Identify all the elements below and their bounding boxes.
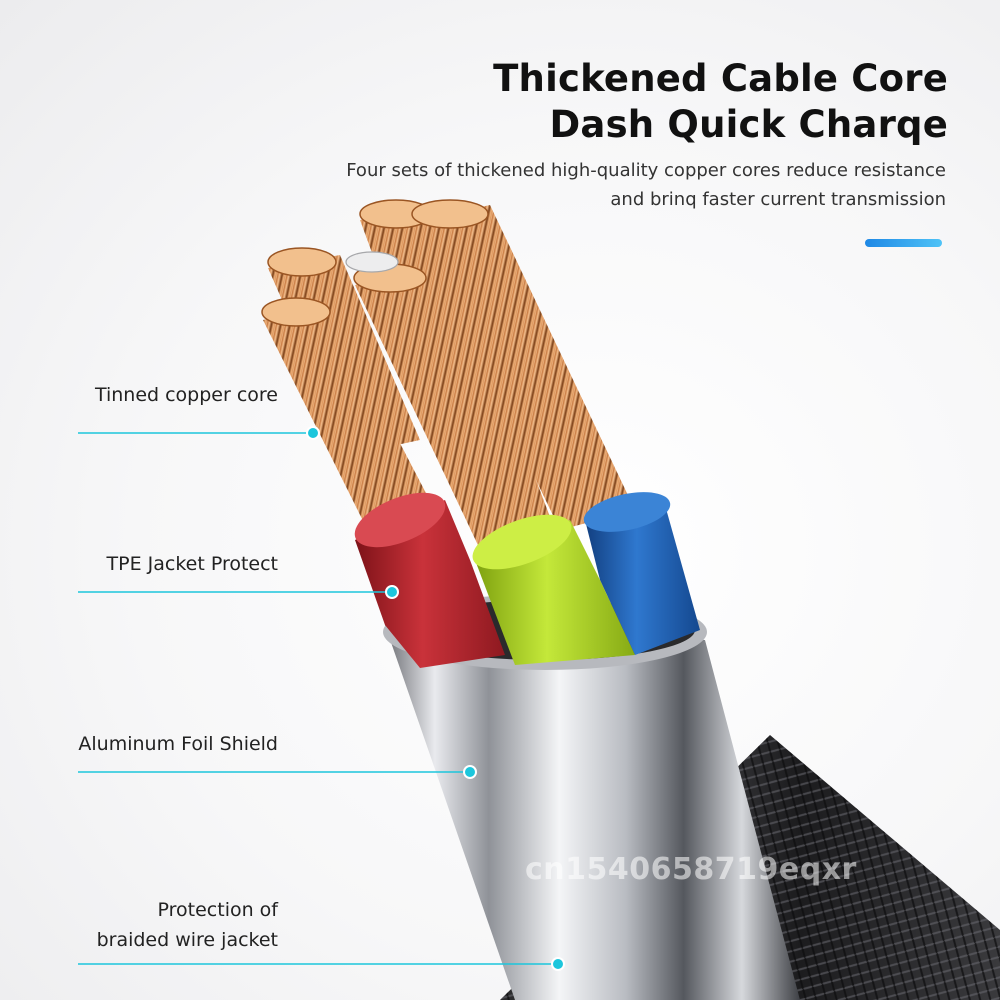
headline-line1: Thickened Cable Core [493, 57, 948, 100]
label-foil-shield: Aluminum Foil Shield [78, 733, 278, 755]
label-braided-line2: braided wire jacket [96, 929, 278, 951]
label-tinned-core: Tinned copper core [94, 384, 278, 406]
callout-dot-core [306, 426, 320, 440]
headline-line2: Dash Quick Charqe [549, 103, 948, 146]
accent-bar [865, 239, 942, 247]
callout-dot-tpe [385, 585, 399, 599]
label-tpe-jacket: TPE Jacket Protect [106, 553, 278, 575]
watermark: cn1540658719eqxr [525, 852, 857, 887]
description-line2: and brinq faster current transmission [610, 189, 946, 210]
label-braided-line1: Protection of [157, 899, 278, 921]
headline: Thickened Cable Core Dash Quick Charqe [493, 56, 948, 148]
callout-dot-foil [463, 765, 477, 779]
description: Four sets of thickened high-quality copp… [346, 156, 946, 214]
copper-core-bundle [261, 199, 635, 560]
tpe-jackets [354, 492, 700, 668]
callout-dot-braid [551, 957, 565, 971]
label-braided-jacket: Protection of braided wire jacket [97, 895, 278, 955]
description-line1: Four sets of thickened high-quality copp… [346, 160, 946, 181]
callouts [78, 426, 565, 971]
